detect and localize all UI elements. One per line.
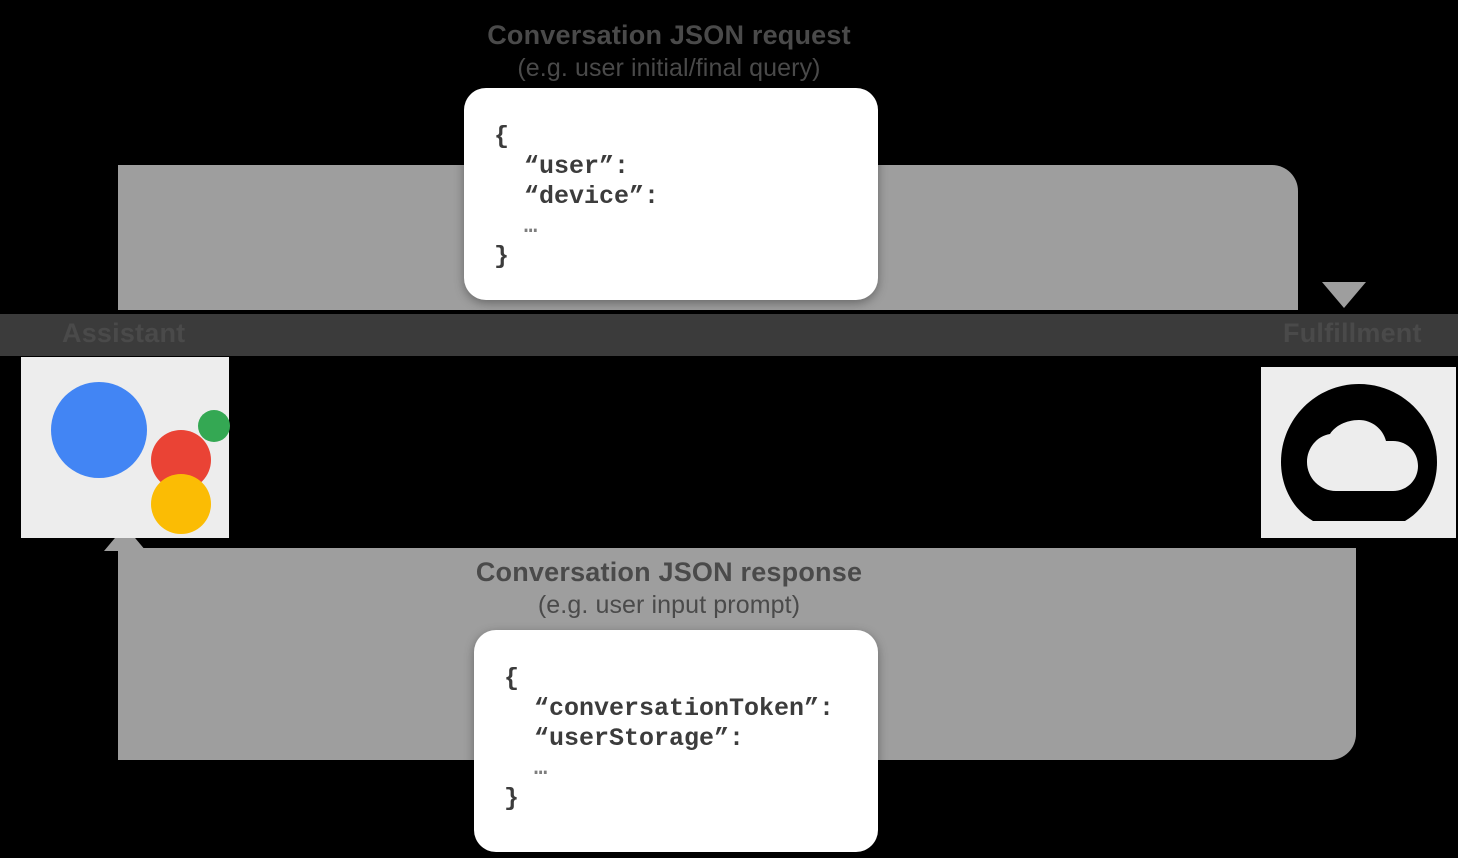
response-json-key-conversationtoken: “conversationToken”:	[534, 694, 835, 723]
cloud-functions-icon	[1274, 378, 1444, 528]
request-json-open-brace: {	[494, 122, 510, 151]
assistant-dot-green-icon	[198, 409, 230, 442]
google-assistant-logo-icon	[35, 368, 230, 534]
response-json-close-brace: }	[504, 784, 520, 813]
response-caption-subtitle: (e.g. user input prompt)	[537, 591, 801, 619]
request-json-key-device: “device”:	[524, 182, 660, 211]
request-json-card: { “user”: “device”: … }	[464, 88, 878, 300]
response-json-ellipsis: …	[534, 756, 548, 781]
fulfillment-endpoint-tile	[1261, 367, 1456, 538]
request-arrow-head-icon	[1322, 282, 1366, 308]
assistant-dot-blue-icon	[51, 381, 147, 478]
assistant-label: Assistant	[62, 318, 186, 348]
assistant-dot-yellow-icon	[151, 473, 211, 534]
request-flow-caption: Conversation JSON request (e.g. user ini…	[429, 18, 909, 84]
response-flow-caption: Conversation JSON response (e.g. user in…	[429, 555, 909, 621]
response-json-open-brace: {	[504, 664, 520, 693]
response-json-key-userstorage: “userStorage”:	[534, 724, 745, 753]
request-caption-subtitle: (e.g. user initial/final query)	[517, 54, 821, 82]
assistant-endpoint-tile	[21, 357, 230, 538]
center-divider-strip	[0, 314, 1458, 356]
response-json-card: { “conversationToken”: “userStorage”: … …	[474, 630, 878, 852]
request-json-ellipsis: …	[524, 214, 538, 239]
request-json-key-user: “user”:	[524, 152, 630, 181]
fulfillment-label: Fulfillment	[1283, 318, 1422, 348]
request-caption-title: Conversation JSON request	[487, 20, 851, 50]
response-caption-title: Conversation JSON response	[475, 557, 863, 587]
request-json-close-brace: }	[494, 242, 510, 271]
